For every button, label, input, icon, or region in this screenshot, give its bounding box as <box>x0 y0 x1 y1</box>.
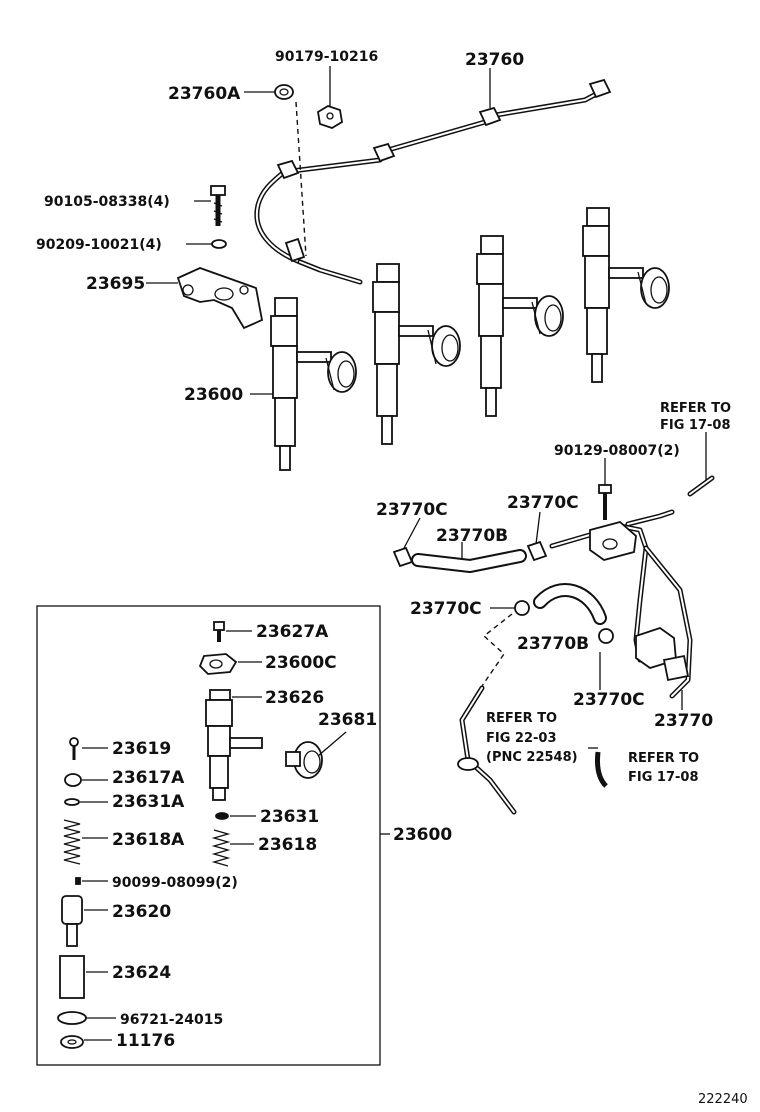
washer-90209 <box>211 239 227 249</box>
injector-2 <box>372 263 461 445</box>
injector-clamp-23695 <box>176 267 264 330</box>
label-90105-08338: 90105-08338(4) <box>44 194 170 210</box>
clip-23770C-lower <box>598 628 614 644</box>
label-23618: 23618 <box>258 835 317 855</box>
label-90179-10216: 90179-10216 <box>275 49 378 65</box>
figure-number: 222240 <box>698 1092 748 1107</box>
label-90099-08099: 90099-08099(2) <box>112 875 238 891</box>
injector-3 <box>476 235 564 417</box>
clip-23770C-left <box>392 546 414 568</box>
gasket-23760A <box>274 84 294 100</box>
label-23760A: 23760A <box>168 84 241 104</box>
leader-lines-upper <box>146 66 707 749</box>
label-23770: 23770 <box>654 711 713 731</box>
label-23681: 23681 <box>318 710 377 730</box>
label-refer-fig-22-03-line2: FIG 22-03 <box>486 731 557 746</box>
label-23600-box: 23600 <box>393 825 452 845</box>
label-23770C-c: 23770C <box>410 599 482 619</box>
label-refer-fig-22-03-line3: (PNC 22548) <box>486 750 578 765</box>
label-23770C-b: 23770C <box>507 493 579 513</box>
dash-line-to-fuel-pipe <box>481 613 513 687</box>
label-23760: 23760 <box>465 50 524 70</box>
label-23627A: 23627A <box>256 622 329 642</box>
label-refer-fig-17-08-b-line1: REFER TO <box>628 751 699 766</box>
injector-1 <box>270 297 357 471</box>
label-23620: 23620 <box>112 902 171 922</box>
injector-4 <box>582 207 670 383</box>
label-refer-fig-17-08-b-line2: FIG 17-08 <box>628 770 699 785</box>
bolt-90105 <box>210 185 226 226</box>
label-96721-24015: 96721-24015 <box>120 1012 223 1028</box>
label-23626: 23626 <box>265 688 324 708</box>
bolt-90129 <box>598 484 612 520</box>
return-hose-bottom <box>595 751 608 788</box>
label-23770B-a: 23770B <box>436 526 508 546</box>
label-refer-fig-17-08-a-line2: FIG 17-08 <box>660 418 731 433</box>
label-23631A: 23631A <box>112 792 185 812</box>
label-90209-10021: 90209-10021(4) <box>36 237 162 253</box>
alignment-dash-line <box>295 101 307 257</box>
label-23770C-a: 23770C <box>376 500 448 520</box>
clip-23770C-right <box>526 540 548 562</box>
clip-23770C-middle <box>514 600 530 616</box>
label-23617A: 23617A <box>112 768 185 788</box>
nut-90179 <box>317 105 343 129</box>
fuel-return-pipe-23770 <box>549 509 693 699</box>
label-23770B-b: 23770B <box>517 634 589 654</box>
label-23631: 23631 <box>260 807 319 827</box>
label-refer-fig-22-03-line1: REFER TO <box>486 711 557 726</box>
label-23600C: 23600C <box>265 653 337 673</box>
label-23695: 23695 <box>86 274 145 294</box>
label-refer-fig-17-08-a-line1: REFER TO <box>660 401 731 416</box>
label-90129-08007: 90129-08007(2) <box>554 443 680 459</box>
exploded-parts <box>57 621 347 1049</box>
injection-pipe-assembly <box>254 78 612 285</box>
label-11176: 11176 <box>116 1031 175 1051</box>
label-23770C-d: 23770C <box>573 690 645 710</box>
label-23624: 23624 <box>112 963 171 983</box>
label-23600-top: 23600 <box>184 385 243 405</box>
label-23619: 23619 <box>112 739 171 759</box>
label-23618A: 23618A <box>112 830 185 850</box>
injector-exploded-view-box <box>36 605 381 1066</box>
